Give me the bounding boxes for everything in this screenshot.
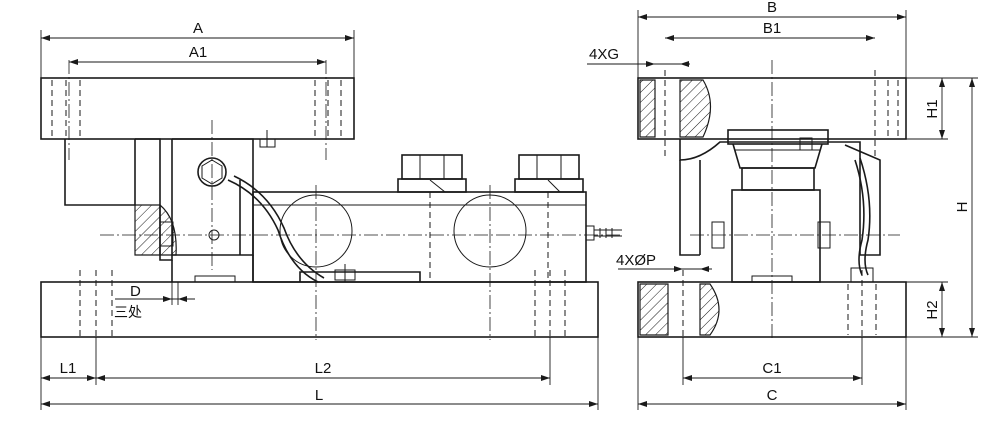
front-base-plate-holes: [79, 270, 566, 337]
side-view: [637, 60, 907, 340]
label-L1: L1: [60, 360, 77, 377]
front-ground-cable: [227, 179, 319, 283]
label-D-note: 三处: [114, 304, 142, 320]
front-top-plate: [40, 77, 355, 140]
front-view: [40, 60, 622, 340]
label-C: C: [767, 387, 778, 404]
label-H1: H1: [924, 99, 941, 118]
label-B1: B1: [763, 20, 781, 37]
label-D: D: [130, 283, 141, 300]
label-L2: L2: [315, 360, 332, 377]
label-P: 4XØP: [616, 252, 656, 269]
label-L: L: [315, 387, 323, 404]
front-top-nut-right: [514, 154, 584, 193]
front-upper-bracket: [64, 138, 254, 261]
label-G: 4XG: [589, 46, 619, 63]
front-top-plate-holes: [51, 60, 342, 160]
label-H2: H2: [924, 300, 941, 319]
dimension-labels: A A1 B B1 4XG H1 H H2 4XØP D 三处 L1 L2 L …: [60, 0, 971, 404]
front-pin-section: [134, 204, 161, 256]
label-C1: C1: [762, 360, 781, 377]
label-H: H: [954, 202, 971, 213]
side-base-plate: [637, 281, 907, 338]
dimension-lines: [40, 10, 978, 410]
side-load-cell-body: [731, 189, 821, 283]
label-A: A: [193, 20, 203, 37]
label-B: B: [767, 0, 777, 16]
front-base-plate: [40, 281, 599, 338]
front-top-nut-left: [397, 154, 467, 193]
label-A1: A1: [189, 44, 207, 61]
